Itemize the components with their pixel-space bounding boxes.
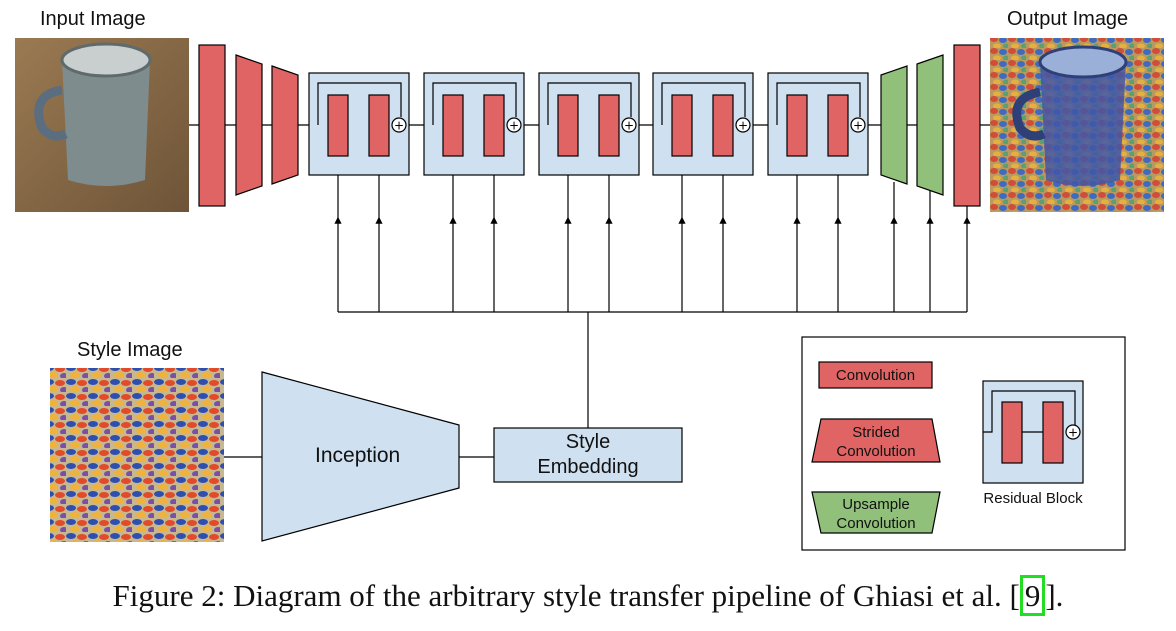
style-embedding-label-line2: Embedding: [537, 456, 639, 478]
citation-link[interactable]: 9: [1019, 575, 1046, 616]
legend-residual-block-label: Residual Block: [983, 490, 1083, 507]
svg-text:+: +: [509, 119, 519, 133]
style-image: [50, 368, 224, 542]
legend: +: [801, 336, 1126, 551]
legend-residual-block-swatch: +: [982, 380, 1084, 484]
svg-text:+: +: [853, 119, 863, 133]
output-image-label: Output Image: [1007, 8, 1129, 30]
svg-text:+: +: [624, 119, 634, 133]
residual-block-2: +: [423, 72, 525, 176]
input-image-label: Input Image: [40, 8, 146, 30]
legend-strided-swatch: [811, 418, 941, 463]
inception-network: [261, 371, 460, 542]
style-embedding-label: Style Embedding: [494, 430, 682, 480]
legend-upsample-label-line2: Convolution: [836, 515, 916, 532]
residual-block-3: +: [538, 72, 640, 176]
svg-text:+: +: [1068, 426, 1078, 440]
conv-layer-1: [198, 44, 226, 207]
style-embedding-bus: [334, 175, 971, 428]
legend-upsample-swatch: [811, 491, 941, 534]
legend-strided-label-line1: Strided: [852, 424, 900, 441]
figure-caption: Figure 2: Diagram of the arbitrary style…: [0, 575, 1176, 616]
legend-upsample-label-line1: Upsample: [842, 496, 910, 513]
caption-prefix: Figure 2: Diagram of the arbitrary style…: [112, 578, 1020, 613]
inception-label: Inception: [315, 444, 401, 467]
caption-suffix: ].: [1045, 578, 1064, 613]
residual-block-1: +: [308, 72, 410, 176]
legend-strided-label: Strided Convolution: [812, 423, 940, 461]
legend-strided-label-line2: Convolution: [836, 443, 916, 460]
svg-text:+: +: [738, 119, 748, 133]
upsample-conv-layer-2: [916, 54, 944, 196]
input-image: [15, 38, 189, 212]
style-embedding-box: [493, 427, 683, 483]
style-embedding-label-line1: Style: [565, 431, 611, 453]
svg-text:+: +: [394, 119, 404, 133]
residual-block-5: +: [767, 72, 869, 176]
legend-convolution-swatch: [818, 361, 933, 389]
style-image-label: Style Image: [77, 339, 183, 361]
strided-conv-layer-2: [271, 65, 299, 185]
strided-conv-layer-1: [235, 54, 263, 196]
upsample-conv-layer-1: [880, 65, 908, 185]
residual-block-4: +: [652, 72, 754, 176]
conv-layer-final: [953, 44, 981, 207]
legend-convolution-label: Convolution: [835, 367, 916, 384]
output-image: [990, 38, 1164, 212]
legend-upsample-label: Upsample Convolution: [812, 495, 940, 533]
